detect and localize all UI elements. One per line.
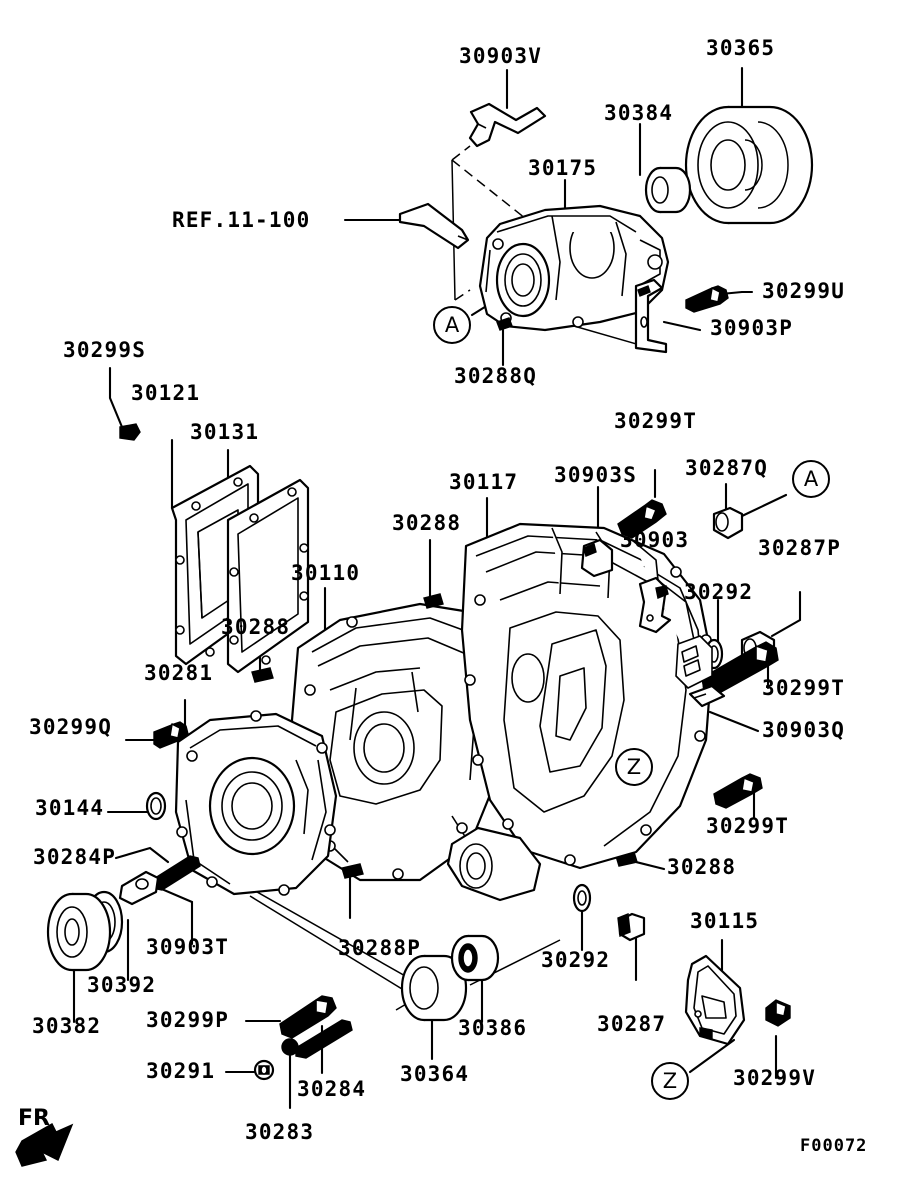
part-30903S-bracket [580, 538, 614, 578]
callout-z-upper: Z [615, 748, 653, 786]
part-label-30283: 30283 [245, 1120, 315, 1144]
part-label-30291: 30291 [146, 1059, 216, 1083]
part-label-30110: 30110 [291, 561, 361, 585]
part-label-30144: 30144 [35, 796, 105, 820]
part-30384-seal [644, 166, 692, 214]
part-label-30175: 30175 [528, 156, 598, 180]
part-30175-housing [478, 204, 670, 332]
part-label-30299S: 30299S [63, 338, 147, 362]
part-label-30382: 30382 [32, 1014, 102, 1038]
part-label-30288P: 30288P [338, 936, 422, 960]
part-30117-housing [446, 522, 714, 902]
part-30386-seal [450, 934, 500, 982]
fr-label: FR [18, 1106, 50, 1131]
part-label-30288-c: 30288 [667, 855, 737, 879]
part-label-30392: 30392 [87, 973, 157, 997]
part-30365-bearing [684, 105, 814, 225]
part-label-30299T-top: 30299T [614, 409, 698, 433]
part-label-30364: 30364 [400, 1062, 470, 1086]
part-30903-bracket [638, 576, 672, 634]
part-30284P-stud [151, 855, 201, 891]
part-30144-plug [145, 791, 167, 821]
part-30903Q-bracket [688, 684, 726, 708]
part-label-30287Q: 30287Q [685, 456, 769, 480]
part-label-30903V: 30903V [459, 44, 543, 68]
fr-direction-arrow [15, 1123, 74, 1167]
part-label-30903P: 30903P [710, 316, 794, 340]
part-label-30284P: 30284P [33, 845, 117, 869]
part-label-30299Q: 30299Q [29, 715, 113, 739]
diagram-code: F00072 [800, 1136, 868, 1156]
part-label-30903S: 30903S [554, 463, 638, 487]
part-30131-gasket [226, 478, 310, 674]
part-ref-11-100-shaft [398, 202, 470, 250]
part-label-30384: 30384 [604, 101, 674, 125]
part-label-30117: 30117 [449, 470, 519, 494]
part-selector-rail [675, 635, 713, 689]
part-label-30365: 30365 [706, 36, 776, 60]
part-label-30903T: 30903T [146, 935, 230, 959]
callout-a-right: A [792, 460, 830, 498]
part-label-30121: 30121 [131, 381, 201, 405]
part-label-30386: 30386 [458, 1016, 528, 1040]
part-30903P-bracket [634, 278, 668, 354]
part-label-30131: 30131 [190, 420, 260, 444]
part-30382-seal [46, 892, 112, 972]
part-label-30287P: 30287P [758, 536, 842, 560]
part-30115-bracket [684, 954, 746, 1046]
part-label-30292-bottom: 30292 [541, 948, 611, 972]
part-30287Q-nut [712, 506, 744, 540]
part-label-30288-b: 30288 [221, 615, 291, 639]
part-30288Q-dowel [496, 317, 513, 331]
part-30281-cover [174, 710, 338, 896]
part-label-30288Q: 30288Q [454, 364, 538, 388]
part-30287-plug [617, 912, 646, 942]
part-30299S-bolt [119, 423, 141, 441]
part-30903V-shape [468, 102, 547, 148]
part-label-30287: 30287 [597, 1012, 667, 1036]
part-label-30115: 30115 [690, 909, 760, 933]
part-30299T-bolt-low [713, 773, 763, 809]
callout-a-left: A [433, 306, 471, 344]
part-label-30299T-low: 30299T [706, 814, 790, 838]
part-30299T-bolt-top [617, 499, 667, 539]
part-label-30284: 30284 [297, 1077, 367, 1101]
reference-note: REF.11-100 [172, 208, 311, 232]
part-label-30299U: 30299U [762, 279, 846, 303]
part-30364-bushing [400, 954, 468, 1022]
part-30299U-bolt [685, 285, 729, 313]
part-30299V-bolt [765, 999, 791, 1027]
part-label-30903Q: 30903Q [762, 718, 846, 742]
part-30299Q-bolt [153, 721, 189, 749]
part-label-30903: 30903 [620, 528, 690, 552]
part-label-30299V: 30299V [733, 1066, 817, 1090]
part-30299P-bolt [279, 995, 337, 1039]
part-label-30299T-mid: 30299T [762, 676, 846, 700]
part-30903T-clip [118, 870, 160, 906]
part-30291-washer [253, 1059, 275, 1081]
part-label-30292-right: 30292 [684, 580, 754, 604]
part-30284-stud [295, 1019, 353, 1059]
part-30292-washer-bottom [572, 883, 592, 913]
part-label-30288-a: 30288 [392, 511, 462, 535]
part-label-30281: 30281 [144, 661, 214, 685]
part-label-30299P: 30299P [146, 1008, 230, 1032]
callout-z-lower: Z [651, 1062, 689, 1100]
